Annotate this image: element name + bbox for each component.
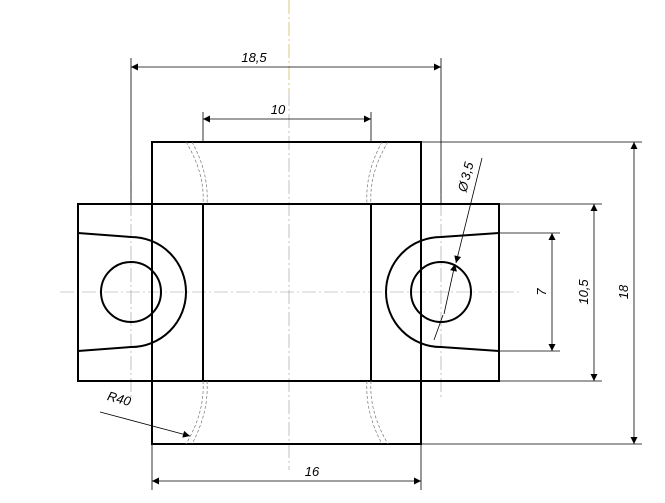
dimension-hole-diameter: Ø3,5 bbox=[433, 157, 483, 341]
center-lines bbox=[60, 0, 520, 470]
dimension-flange-height-label: 10,5 bbox=[576, 279, 591, 305]
dimension-total-height-label: 18 bbox=[616, 284, 631, 299]
dimension-bottom-width-label: 16 bbox=[305, 464, 320, 479]
dimension-inner-width-label: 10 bbox=[271, 102, 286, 117]
dimension-radius: R40 bbox=[99, 388, 191, 438]
dimension-top-width-label: 18,5 bbox=[241, 50, 267, 65]
dimension-total-height: 18 bbox=[616, 142, 638, 444]
dimension-bottom-width: 16 bbox=[152, 464, 421, 485]
dimension-inner-width: 10 bbox=[203, 102, 371, 123]
right-lug bbox=[385, 232, 500, 352]
dimension-slot-height-label: 7 bbox=[534, 288, 549, 296]
hidden-lines bbox=[185, 141, 389, 445]
part-outline bbox=[77, 141, 500, 445]
dimension-hole-diameter-label: Ø3,5 bbox=[454, 160, 476, 195]
dimension-slot-height: 7 bbox=[534, 233, 556, 351]
extension-lines bbox=[130, 58, 642, 490]
dimension-top-width: 18,5 bbox=[131, 50, 441, 71]
dimension-flange-height: 10,5 bbox=[576, 204, 598, 381]
left-lug bbox=[77, 232, 187, 352]
dimension-radius-label: R40 bbox=[106, 388, 134, 409]
